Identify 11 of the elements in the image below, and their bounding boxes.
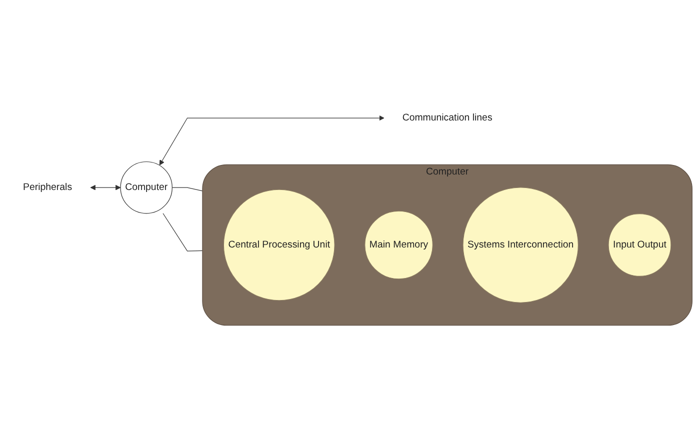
node-circle: Systems Interconnection [462, 187, 579, 303]
node-circle: Central Processing Unit [223, 189, 335, 301]
node-circle: Main Memory [364, 210, 433, 280]
connector [162, 213, 203, 252]
node-text: Peripherals [23, 182, 72, 192]
arrow [90, 184, 121, 190]
connector [172, 187, 203, 192]
node-circle: Computer [120, 161, 172, 214]
node-text: Communication lines [402, 112, 492, 123]
node-circle: Input Output [608, 213, 672, 277]
arrow [159, 115, 384, 166]
